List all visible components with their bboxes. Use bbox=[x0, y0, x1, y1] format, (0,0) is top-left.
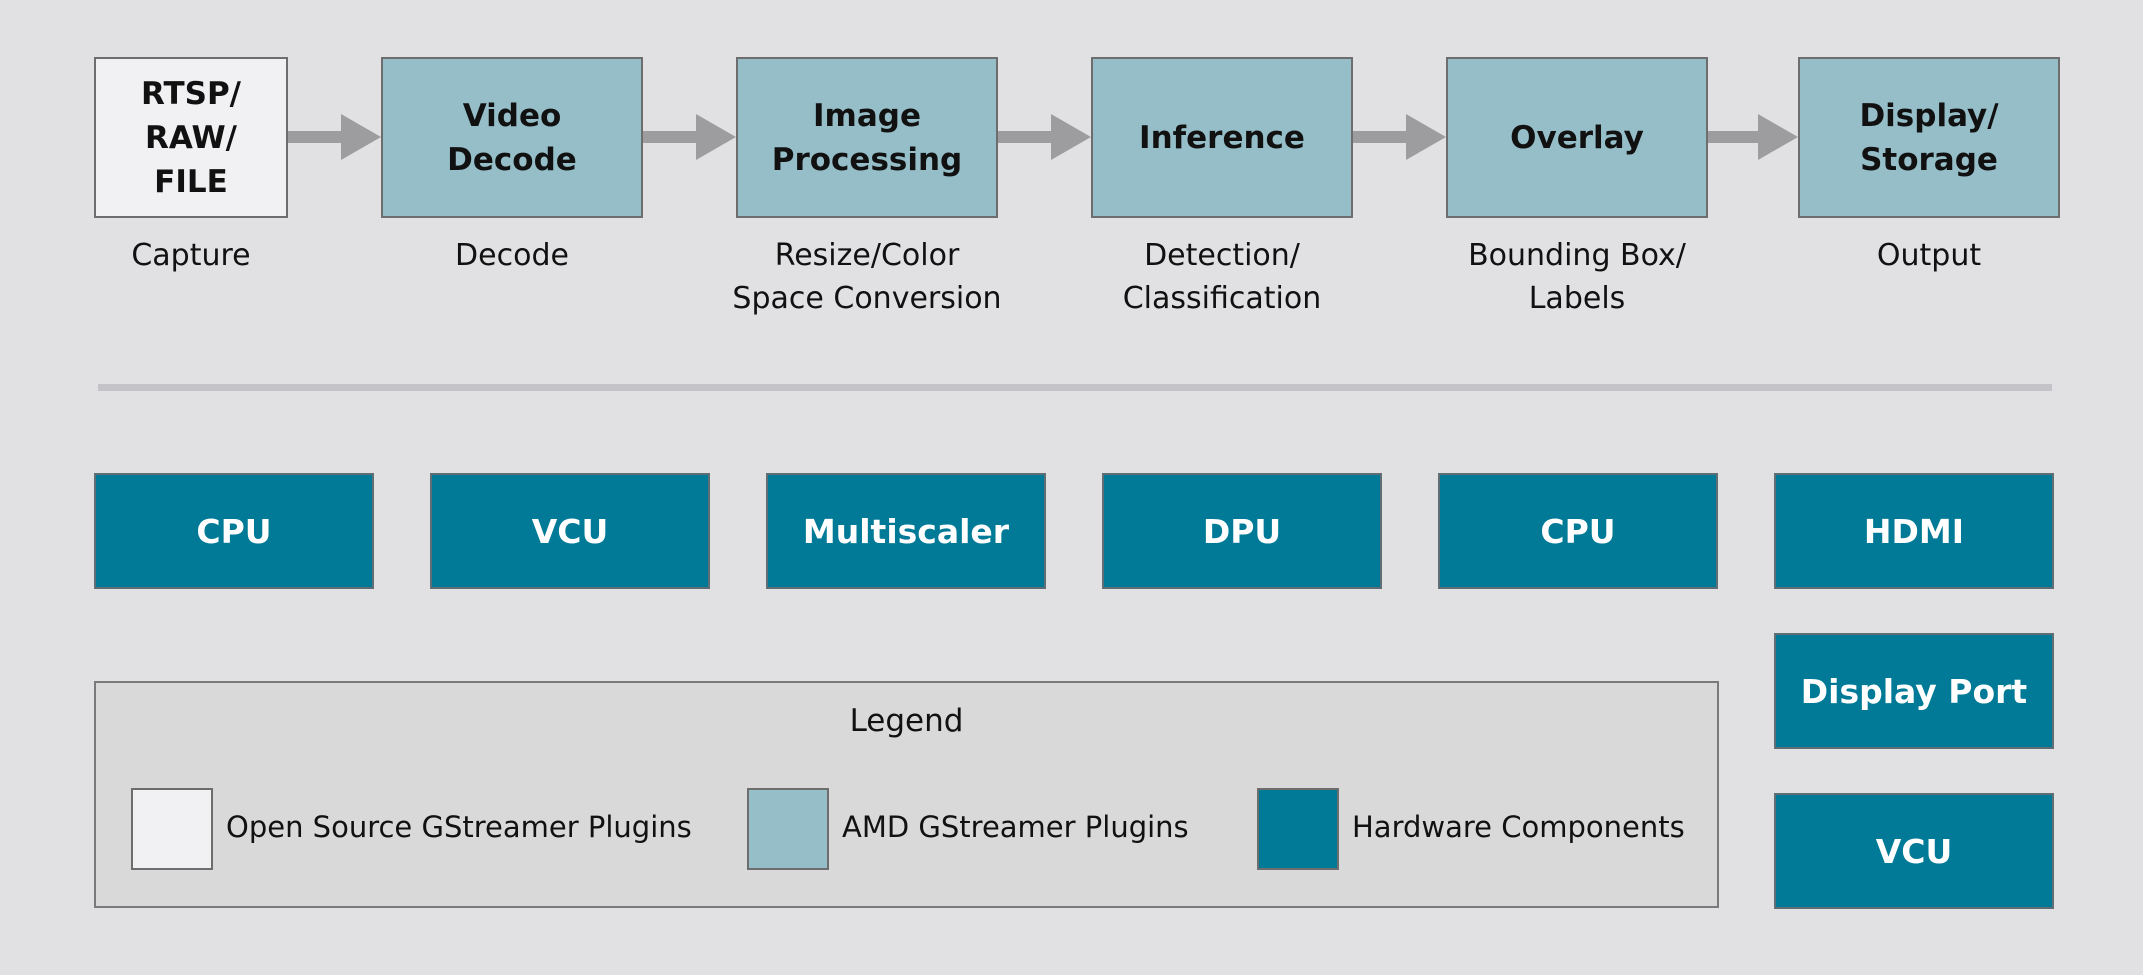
hw-vcu-decode: VCU bbox=[430, 473, 710, 589]
legend-title: Legend bbox=[849, 703, 964, 739]
legend-label-hardware: Hardware Components bbox=[1352, 810, 1685, 844]
hw-cpu-overlay: CPU bbox=[1438, 473, 1718, 589]
stage-capture-source: RTSP/ RAW/ FILE bbox=[94, 57, 288, 218]
hw-cpu-capture: CPU bbox=[94, 473, 374, 589]
stage-video-decode: Video Decode bbox=[381, 57, 643, 218]
hw-hdmi: HDMI bbox=[1774, 473, 2054, 589]
caption-bounding-box: Bounding Box/ Labels bbox=[1468, 238, 1686, 316]
caption-decode: Decode bbox=[455, 238, 569, 273]
legend-swatch-hardware bbox=[1257, 788, 1339, 870]
arrow-overlay-to-display bbox=[1708, 114, 1798, 160]
legend-label-amd: AMD GStreamer Plugins bbox=[842, 810, 1189, 844]
arrow-inference-to-overlay bbox=[1353, 114, 1446, 160]
arrow-processing-to-inference bbox=[998, 114, 1091, 160]
arrow-capture-to-decode bbox=[288, 114, 381, 160]
caption-resize-color: Resize/Color Space Conversion bbox=[732, 238, 1002, 316]
arrow-decode-to-processing bbox=[643, 114, 736, 160]
stage-display-storage: Display/ Storage bbox=[1798, 57, 2060, 218]
legend-label-open-source: Open Source GStreamer Plugins bbox=[226, 810, 692, 844]
stage-image-processing: Image Processing bbox=[736, 57, 998, 218]
legend-swatch-open-source bbox=[131, 788, 213, 870]
section-divider bbox=[98, 384, 2052, 391]
caption-detection: Detection/ Classification bbox=[1122, 238, 1322, 316]
stage-overlay: Overlay bbox=[1446, 57, 1708, 218]
stage-inference: Inference bbox=[1091, 57, 1353, 218]
hw-dpu: DPU bbox=[1102, 473, 1382, 589]
caption-output: Output bbox=[1876, 238, 1982, 273]
hw-display-port: Display Port bbox=[1774, 633, 2054, 749]
legend: Legend Open Source GStreamer Plugins AMD… bbox=[94, 681, 1719, 908]
hw-multiscaler: Multiscaler bbox=[766, 473, 1046, 589]
legend-swatch-amd bbox=[747, 788, 829, 870]
hw-vcu-output: VCU bbox=[1774, 793, 2054, 909]
caption-capture: Capture bbox=[131, 238, 251, 273]
